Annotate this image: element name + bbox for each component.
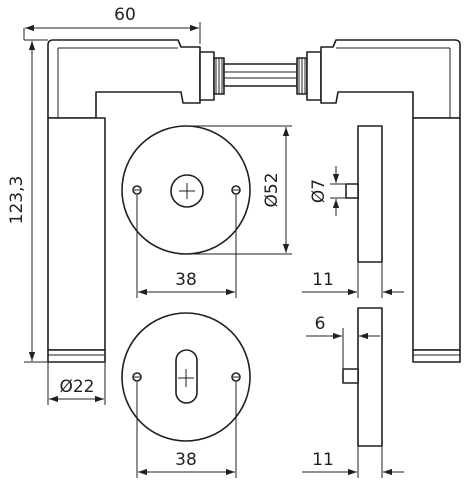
dimension-rose-thickness-top: 11 <box>302 262 404 298</box>
dimension-lever-height: 123,3 <box>7 39 48 363</box>
dim-60-label: 60 <box>114 5 136 25</box>
dimension-keyhole-offset: 6 <box>306 308 380 369</box>
left-lever <box>47 39 201 363</box>
dimension-screw-spacing-bottom: 38 <box>136 382 237 478</box>
dim-38a-label: 38 <box>175 270 197 290</box>
left-lever-arm <box>47 39 201 119</box>
top-rose <box>121 125 251 255</box>
dim-7-label: Ø7 <box>309 179 329 203</box>
bottom-side-plate <box>357 307 383 447</box>
right-lever-arm <box>320 39 461 119</box>
bottom-rose <box>121 312 251 442</box>
right-lever <box>320 39 461 363</box>
left-lever-grip <box>47 117 106 351</box>
dim-11b-label: 11 <box>312 450 334 470</box>
dim-11a-label: 11 <box>312 270 334 290</box>
dim-52-label: Ø52 <box>262 172 282 207</box>
top-side-plate <box>357 125 383 263</box>
dimension-screw-spacing-top: 38 <box>136 195 237 298</box>
dimension-rose-diameter: Ø52 <box>186 125 292 255</box>
right-lever-end-cap <box>412 349 461 363</box>
dimension-rose-thickness-bottom: 11 <box>302 446 404 478</box>
dimension-spindle-diameter: Ø7 <box>309 166 346 216</box>
dim-22-label: Ø22 <box>59 377 94 397</box>
spindle <box>223 63 298 87</box>
right-lever-grip <box>412 117 461 351</box>
bottom-rose-side-view <box>342 307 383 447</box>
top-rose-side-view <box>345 125 383 263</box>
dim-38b-label: 38 <box>175 450 197 470</box>
dimension-grip-diameter: Ø22 <box>47 362 106 405</box>
dim-6-label: 6 <box>315 314 326 334</box>
right-collar <box>306 51 322 101</box>
dim-123-label: 123,3 <box>7 176 27 225</box>
top-side-spindle <box>345 183 359 199</box>
left-lever-end-cap <box>47 349 106 363</box>
bottom-side-key-cylinder <box>342 368 359 384</box>
left-collar <box>199 51 215 101</box>
dimension-lever-length: 60 <box>23 5 201 44</box>
